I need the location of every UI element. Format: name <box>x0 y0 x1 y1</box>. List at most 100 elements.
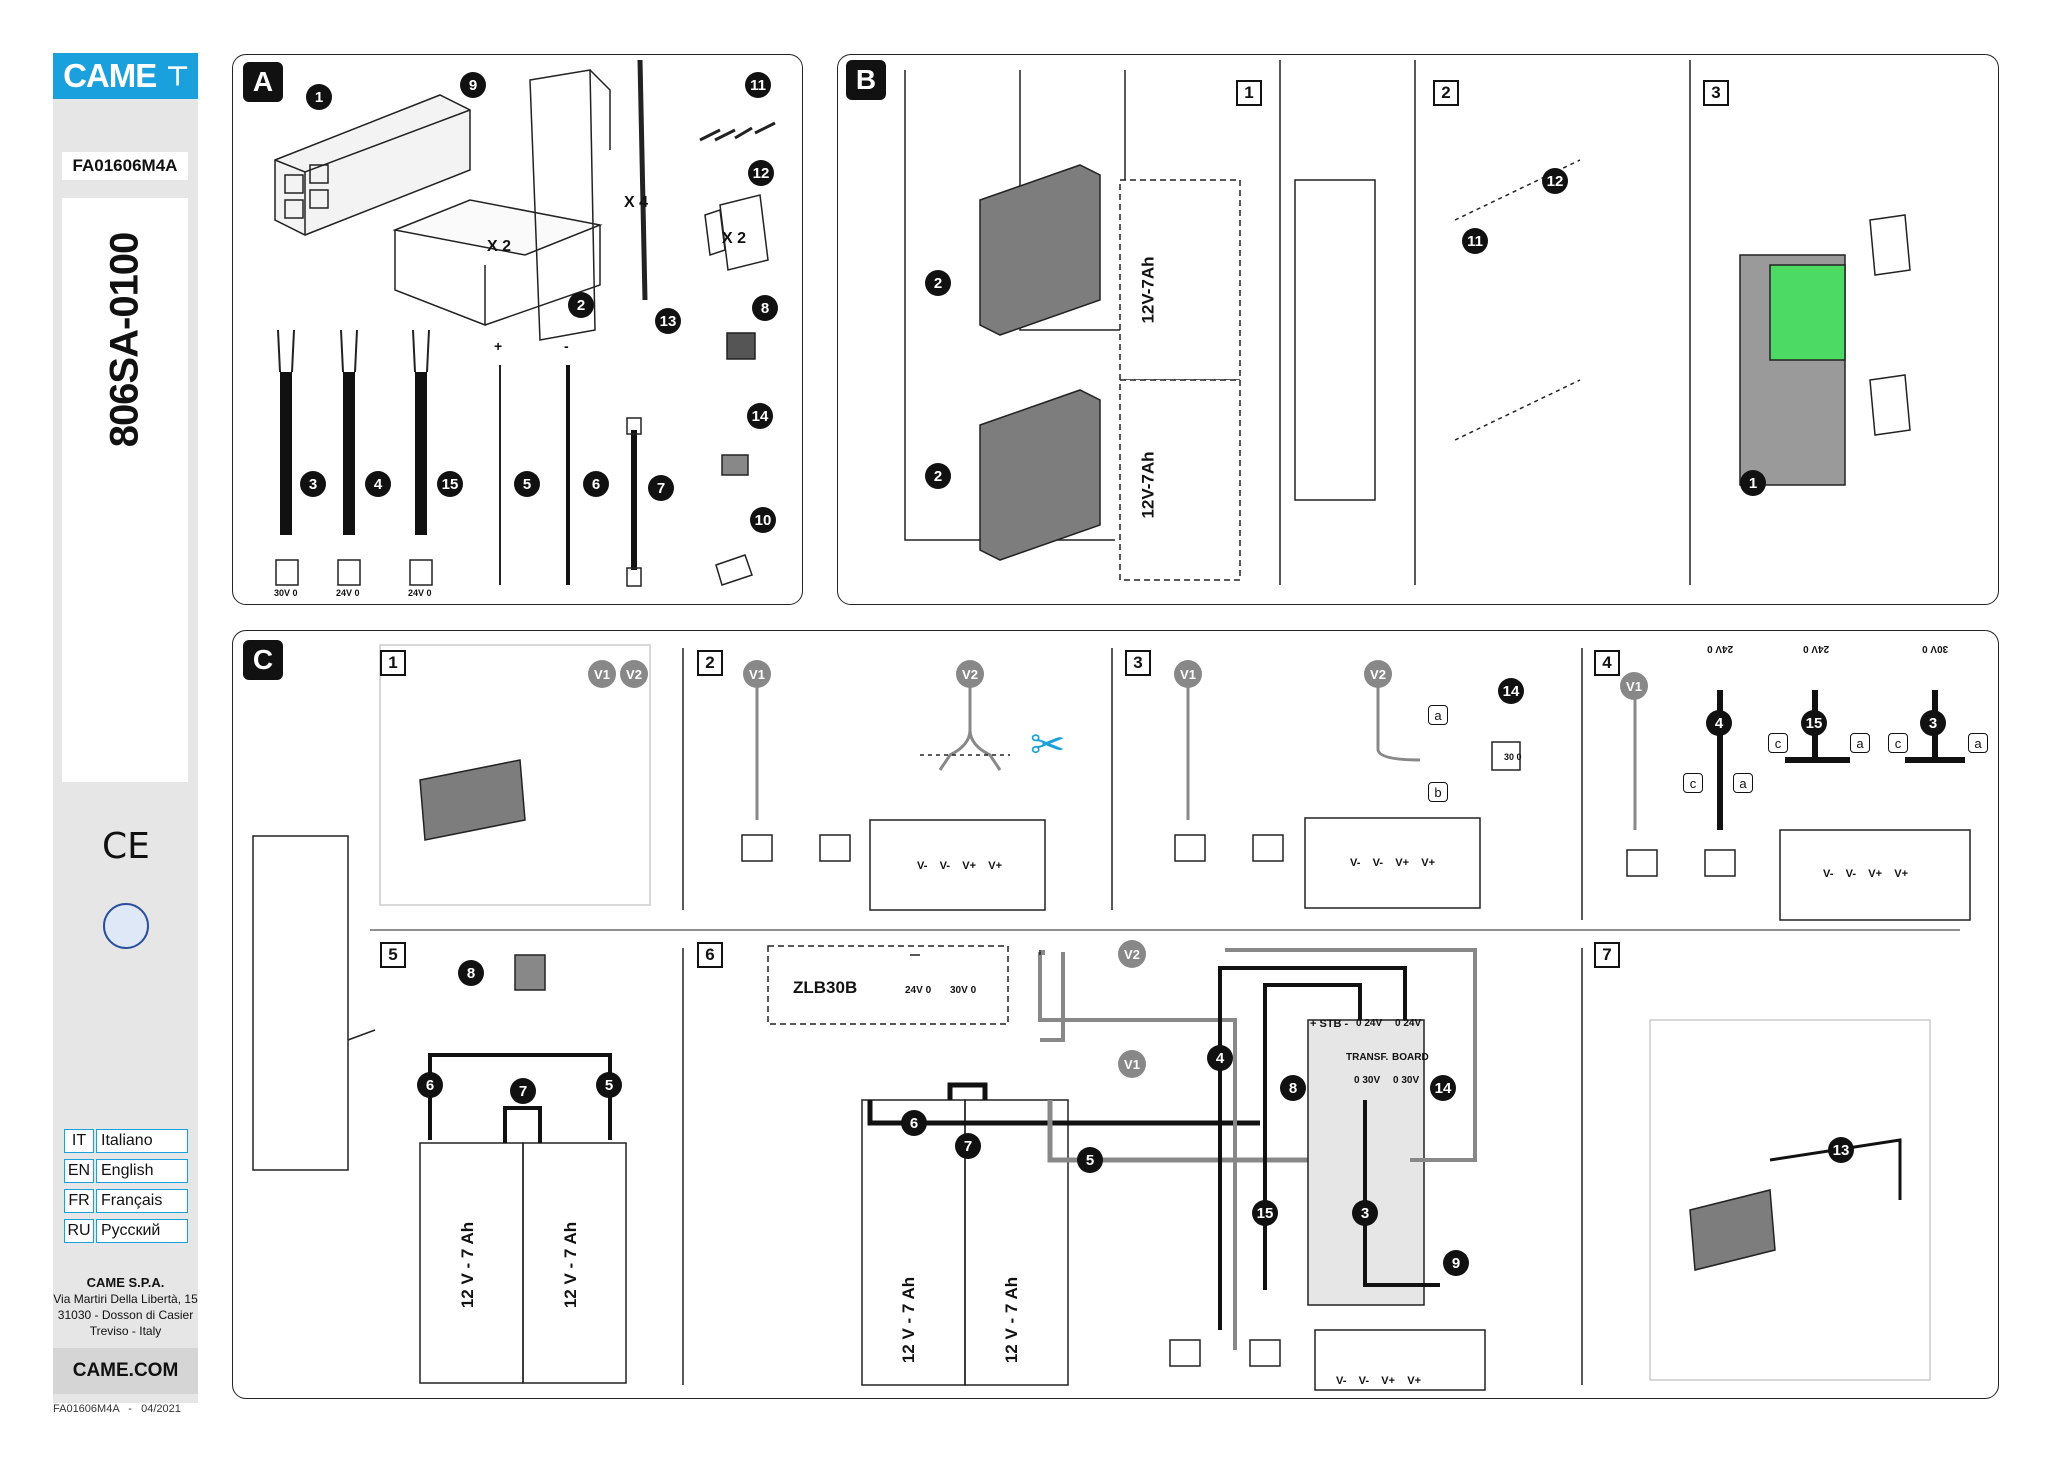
part-5: 5 <box>514 471 540 497</box>
c6-part-15: 15 <box>1252 1200 1278 1226</box>
c5-battery-1: 12 V - 7 Ah <box>458 1221 478 1309</box>
c4-letter-a3: a <box>1968 733 1988 753</box>
panel-a <box>232 54 803 605</box>
c6-part-9: 9 <box>1443 1250 1469 1276</box>
b-part-2-top: 2 <box>925 270 951 296</box>
c6-tag-v1: V1 <box>1118 1050 1146 1078</box>
c-step-5: 5 <box>380 942 406 968</box>
c3-term-30-0: 30 0 <box>1504 752 1522 762</box>
c4-part-4: 4 <box>1706 710 1732 736</box>
c6-part-14: 14 <box>1430 1075 1456 1101</box>
c6-transf-0-30: 0 30V <box>1354 1075 1381 1086</box>
c1-tag-v1: V1 <box>588 660 616 688</box>
c6-battery-1: 12 V - 7 Ah <box>899 1276 919 1364</box>
c6-part-6: 6 <box>901 1110 927 1136</box>
panel-c <box>232 630 1999 1399</box>
cable-tie-drawing <box>637 59 648 301</box>
c-step-6: 6 <box>697 942 723 968</box>
cable-3-end: 30V 0 <box>274 588 298 598</box>
panel-b-letter: B <box>846 60 886 100</box>
panel-c-letter: C <box>243 640 283 680</box>
came-logo-icon: ⊤ <box>166 60 189 91</box>
c6-battery-2: 12 V - 7 Ah <box>1002 1276 1022 1364</box>
c-step-3: 3 <box>1125 650 1151 676</box>
c3-part-14: 14 <box>1498 678 1524 704</box>
b-battery-1: 12V-7Ah <box>1138 256 1158 324</box>
c6-board-0-30: 0 30V <box>1393 1075 1420 1086</box>
c4-letter-c1: c <box>1683 773 1703 793</box>
doc-code: FA01606M4A <box>62 152 188 180</box>
website-link[interactable]: CAME.COM <box>53 1348 198 1394</box>
zlb-30v: 30V 0 <box>950 985 977 996</box>
b-step-2: 2 <box>1433 80 1459 106</box>
c2-terminal-labels: V- V- V+ V+ <box>917 860 1003 872</box>
certification-seal-icon <box>103 903 149 949</box>
c2-tag-v2: V2 <box>956 660 984 688</box>
c4-part-15: 15 <box>1801 710 1827 736</box>
c-step-2: 2 <box>697 650 723 676</box>
company-name: CAME S.P.A. <box>86 1275 165 1290</box>
c4-letter-a2: a <box>1850 733 1870 753</box>
c6-tag-v2: V2 <box>1118 940 1146 968</box>
zlb-24v: 24V 0 <box>905 985 932 996</box>
c4-letter-a1: a <box>1733 773 1753 793</box>
c6-terminal-labels: V- V- V+ V+ <box>1336 1375 1422 1387</box>
c2-tag-v1: V1 <box>743 660 771 688</box>
model-box <box>62 198 188 782</box>
c6-transf-0-24: 0 24V <box>1356 1018 1383 1029</box>
b-part-12: 12 <box>1542 168 1568 194</box>
c4-tag-v1: V1 <box>1620 672 1648 700</box>
c3-tag-v2: V2 <box>1364 660 1392 688</box>
c5-battery-2: 12 V - 7 Ah <box>561 1221 581 1309</box>
part-2: 2 <box>568 292 594 318</box>
address-line-1: Via Martiri Della Libertà, 15 <box>53 1292 198 1306</box>
c5-part-6: 6 <box>417 1072 443 1098</box>
c-step-1: 1 <box>380 650 406 676</box>
panel-b <box>837 54 1999 605</box>
cable-15-end: 24V 0 <box>408 588 432 598</box>
part-3: 3 <box>300 471 326 497</box>
cable-5-plus: + <box>494 338 503 354</box>
address-line-2: 31030 - Dosson di Casier <box>57 1308 194 1322</box>
c4-letter-c3: c <box>1888 733 1908 753</box>
c3-terminal-labels: V- V- V+ V+ <box>1350 857 1436 869</box>
footer: FA01606M4A - 04/2021 <box>53 1403 181 1415</box>
b-part-1: 1 <box>1740 470 1766 496</box>
part-10: 10 <box>750 507 776 533</box>
c6-part-8: 8 <box>1280 1075 1306 1101</box>
b-part-2-bottom: 2 <box>925 463 951 489</box>
part-6: 6 <box>583 471 609 497</box>
ce-mark: CE <box>102 826 150 867</box>
c3-letter-b: b <box>1428 782 1448 802</box>
part-1: 1 <box>306 84 332 110</box>
zlb-label: ZLB30B <box>793 978 858 997</box>
c1-tag-v2: V2 <box>620 660 648 688</box>
c5-part-7: 7 <box>510 1078 536 1104</box>
c6-part-7: 7 <box>955 1133 981 1159</box>
part-12: 12 <box>748 160 774 186</box>
c4-letter-c2: c <box>1768 733 1788 753</box>
bracket-qty: X 2 <box>722 230 747 247</box>
c6-transf-label: TRANSF. <box>1346 1052 1389 1063</box>
c5-part-5: 5 <box>596 1072 622 1098</box>
cable-6-minus: - <box>564 338 569 354</box>
c4-terminal-labels: V- V- V+ V+ <box>1823 868 1909 880</box>
part-7: 7 <box>648 475 674 501</box>
b-part-11: 11 <box>1462 228 1488 254</box>
part-14: 14 <box>747 403 773 429</box>
company-address: CAME S.P.A. Via Martiri Della Libertà, 1… <box>53 1275 198 1339</box>
tie-qty: X 4 <box>624 194 649 211</box>
b-battery-2: 12V-7Ah <box>1138 451 1158 519</box>
part-13: 13 <box>655 308 681 334</box>
part-4: 4 <box>365 471 391 497</box>
cable-4-end: 24V 0 <box>336 588 360 598</box>
scissors-icon: ✂ <box>1030 720 1066 769</box>
c6-part-3: 3 <box>1352 1200 1378 1226</box>
c6-board-0-24: 0 24V <box>1395 1018 1422 1029</box>
part-8: 8 <box>752 295 778 321</box>
